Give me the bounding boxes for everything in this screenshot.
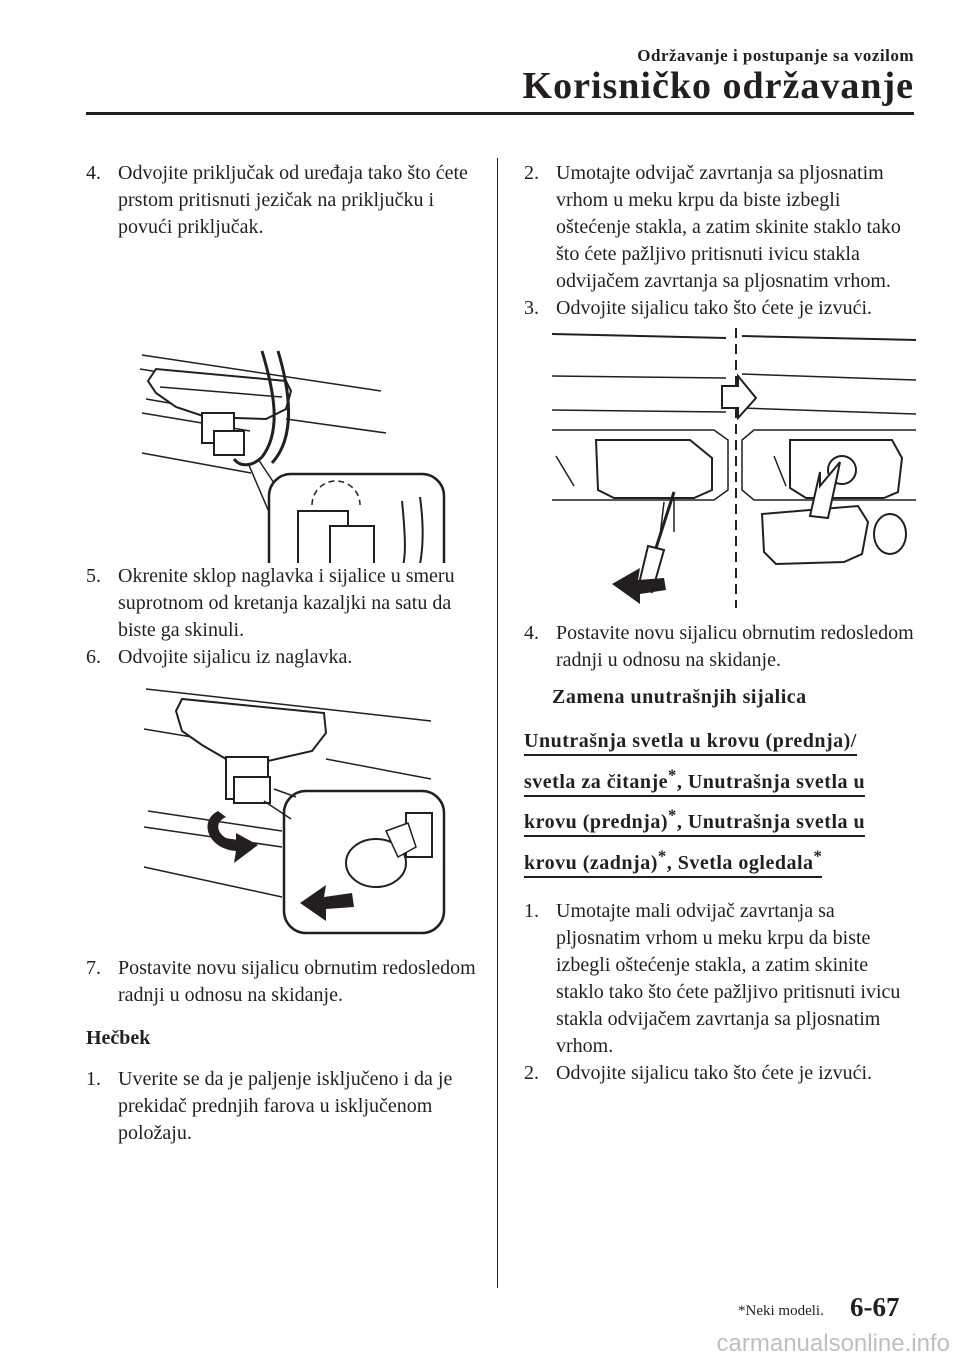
subsection-interior-lights: Unutrašnja svetla u krovu (prednja)/ sve… xyxy=(524,725,916,880)
figure-rotate-socket xyxy=(143,688,446,935)
figure-remove-lens-and-bulb xyxy=(551,328,916,608)
section-subtitle: Održavanje i postupanje sa vozilom xyxy=(637,46,914,65)
footnote-some-models: *Neki modeli. xyxy=(738,1303,824,1319)
hatchback-step-1: 1. Uverite se da je paljenje isključeno … xyxy=(86,1068,453,1144)
step-3-pull-bulb: 3. Odvojite sijalicu tako što ćete je iz… xyxy=(524,297,873,319)
right-column: 2. Umotajte odvijač zavrtanja sa pljosna… xyxy=(524,160,916,1087)
step-6-remove-bulb: 6. Odvojite sijalicu iz naglavka. xyxy=(86,646,353,668)
column-divider xyxy=(497,158,498,1288)
section-interior-bulbs: Zamena unutrašnjih sijalica xyxy=(552,686,807,708)
left-column: 4. Odvojite priključak od uređaja tako š… xyxy=(86,160,476,1147)
interior-step-1: 1. Umotajte mali odvijač zavrtanja sa pl… xyxy=(524,899,901,1057)
header-rule xyxy=(86,112,914,115)
step-4-disconnect: 4. Odvojite priključak od uređaja tako š… xyxy=(86,162,468,238)
figure-disconnect-connector xyxy=(139,350,446,563)
step-7-install-bulb: 7. Postavite novu sijalicu obrnutim redo… xyxy=(86,957,476,1006)
step-4-reinstall: 4. Postavite novu sijalicu obrnutim redo… xyxy=(524,622,914,671)
page-title: Korisničko održavanje xyxy=(522,65,914,107)
page-number: 6-67 xyxy=(850,1292,900,1322)
interior-step-2: 2. Odvojite sijalicu tako što ćete je iz… xyxy=(524,1061,873,1084)
step-2-remove-lens: 2. Umotajte odvijač zavrtanja sa pljosna… xyxy=(524,162,901,292)
heading-hatchback: Hečbek xyxy=(86,1027,151,1049)
watermark: carmanualsonline.info xyxy=(716,1330,950,1357)
step-5-rotate-socket: 5. Okrenite sklop naglavka i sijalice u … xyxy=(86,565,455,641)
